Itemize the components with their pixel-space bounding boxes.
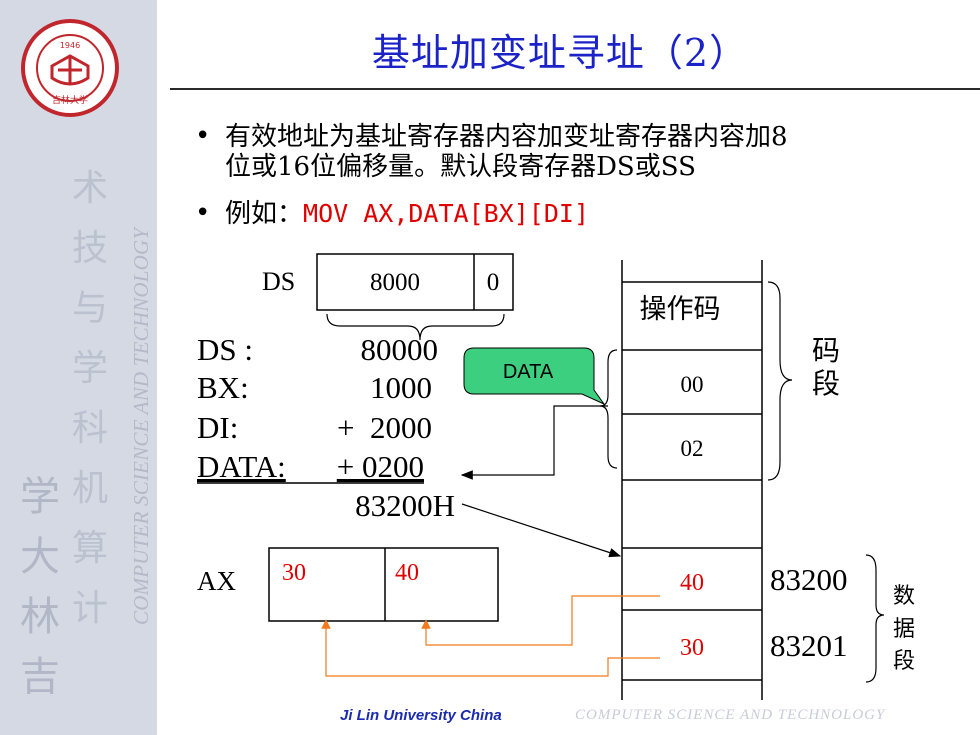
data-offset-arrow xyxy=(460,405,608,480)
ax-high-byte: 30 xyxy=(282,560,306,586)
calc-value-ds: 80000 xyxy=(361,332,439,367)
data-segment-label-2: 据 xyxy=(893,617,915,642)
high-byte-arrow xyxy=(321,619,660,677)
memory-cell-opcode: 操作码 xyxy=(640,294,721,325)
address-83200: 83200 xyxy=(770,562,848,597)
calc-label-data: DATA: xyxy=(197,449,286,484)
ax-low-byte: 40 xyxy=(395,560,419,586)
memory-cell-40: 40 xyxy=(680,570,704,596)
bullet-1-line-2: 位或16位偏移量。默认段寄存器DS或SS xyxy=(225,152,696,182)
effective-address-arrow xyxy=(461,503,622,558)
svg-text:吉: 吉 xyxy=(20,654,60,700)
calc-label-di: DI: xyxy=(197,410,238,445)
title-divider xyxy=(170,88,980,90)
calc-label-bx: BX: xyxy=(197,370,249,405)
svg-text:吉林大学: 吉林大学 xyxy=(52,94,88,106)
svg-text:机: 机 xyxy=(72,468,108,509)
memory-cell-00: 00 xyxy=(681,372,704,397)
ax-label: AX xyxy=(197,566,236,596)
memory-cell-30: 30 xyxy=(680,635,704,661)
ds-value: 8000 xyxy=(370,269,420,296)
data-callout xyxy=(463,347,606,406)
bullet-marker: • xyxy=(195,198,211,228)
calc-label-ds: DS : xyxy=(197,332,253,367)
bullet-2-code: MOV AX,DATA[BX][DI] xyxy=(303,199,589,228)
page-title: 基址加变址寻址（2） xyxy=(371,31,749,75)
ds-zero: 0 xyxy=(487,269,500,296)
memory-cell-02: 02 xyxy=(681,436,704,461)
sidebar: 1946 吉林大学 COMPUTER SCIENCE AND TECHNOLOG… xyxy=(0,0,157,735)
svg-text:技: 技 xyxy=(72,228,108,269)
data-segment-label-3: 段 xyxy=(893,649,915,674)
svg-text:与: 与 xyxy=(72,288,108,329)
svg-text:大: 大 xyxy=(20,534,60,580)
vertical-english-text: COMPUTER SCIENCE AND TECHNOLOGY xyxy=(129,226,153,625)
svg-text:算: 算 xyxy=(72,528,108,569)
calc-value-di: + 2000 xyxy=(337,410,432,445)
bullet-1-line-1: 有效地址为基址寄存器内容加变址寄存器内容加8 xyxy=(225,122,788,152)
vertical-chinese-text: 吉 林 大 学 计 算 机 科 学 与 技 术 xyxy=(20,168,108,700)
offset-brace xyxy=(599,349,618,469)
code-segment-label-2: 段 xyxy=(812,367,840,400)
bullet-2: 例如：MOV AX,DATA[BX][DI] xyxy=(225,199,589,229)
bullet-2-prefix: 例如： xyxy=(225,199,304,229)
footer-university: Ji Lin University China xyxy=(340,707,502,724)
svg-text:林: 林 xyxy=(20,594,60,640)
data-segment-brace xyxy=(865,554,885,683)
svg-text:COMPUTER SCIENCE AND TECHNOLOG: COMPUTER SCIENCE AND TECHNOLOGY xyxy=(129,226,153,625)
university-logo: 1946 吉林大学 xyxy=(21,19,119,117)
code-segment-brace xyxy=(767,281,793,481)
svg-text:术: 术 xyxy=(72,168,108,209)
svg-text:学: 学 xyxy=(20,474,60,520)
ds-register-box xyxy=(316,253,514,311)
footer-department: COMPUTER SCIENCE AND TECHNOLOGY xyxy=(575,707,886,723)
svg-text:计: 计 xyxy=(72,588,108,629)
logo-year: 1946 xyxy=(60,41,80,50)
calc-value-bx: 1000 xyxy=(370,370,432,405)
ax-register-box xyxy=(268,547,499,622)
data-segment-label-1: 数 xyxy=(893,584,915,609)
calc-value-data: + 0200 xyxy=(337,449,424,484)
address-83201: 83201 xyxy=(770,628,848,663)
low-byte-arrow xyxy=(421,595,660,646)
code-segment-label-1: 码 xyxy=(812,334,840,367)
svg-text:学: 学 xyxy=(72,348,108,389)
svg-text:科: 科 xyxy=(72,408,108,449)
ds-brace xyxy=(326,313,505,341)
calc-result: 83200H xyxy=(355,488,455,523)
bullet-marker: • xyxy=(195,121,211,151)
ds-label: DS xyxy=(262,267,295,296)
data-callout-label: DATA xyxy=(503,361,554,383)
